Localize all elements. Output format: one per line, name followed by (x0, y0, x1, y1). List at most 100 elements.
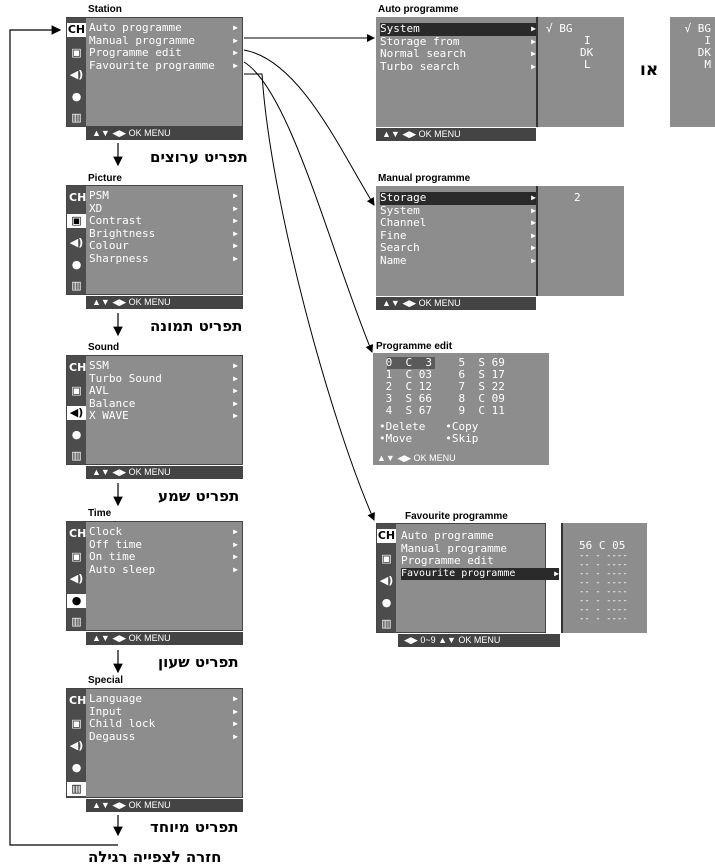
alt-option-i[interactable]: I (704, 34, 711, 47)
auto-programme-footer: ▲▼ ◀▶ OK MENU (376, 128, 536, 141)
favourite-slot[interactable]: -- - ---- (579, 551, 628, 561)
picture-icon[interactable]: ▣ (71, 717, 82, 730)
special-icon[interactable]: ▥ (71, 449, 82, 462)
menu-item-degauss[interactable]: Degauss▶ (89, 729, 238, 743)
picture-icon[interactable]: ▣ (67, 214, 86, 228)
channel-icon[interactable]: CH (69, 527, 87, 540)
menu-item-system[interactable]: System▶ (380, 22, 536, 36)
alt-option-m[interactable]: M (704, 58, 711, 71)
option-l[interactable]: L (584, 58, 591, 71)
menu-item-off-time[interactable]: Off time▶ (89, 537, 238, 551)
menu-item-on-time[interactable]: On time▶ (89, 550, 238, 563)
menu-item-turbo-sound[interactable]: Turbo Sound▶ (89, 371, 238, 385)
menu-item-favourite-programme[interactable]: Favourite programme▶ (89, 58, 238, 72)
menu-item-manual-programme[interactable]: Manual programme▶ (89, 33, 238, 47)
menu-item-search[interactable]: Search▶ (380, 241, 536, 254)
picture-icon[interactable]: ▣ (71, 384, 82, 397)
channel-icon[interactable]: CH (69, 694, 87, 707)
menu-item-avl[interactable]: AVL▶ (89, 384, 238, 397)
special-icon[interactable]: ▥ (381, 617, 392, 630)
menu-item-name[interactable]: Name▶ (380, 253, 536, 267)
menu-item-input[interactable]: Input▶ (89, 704, 238, 718)
option-bg[interactable]: √ BG (546, 22, 573, 35)
menu-item-xd[interactable]: XD▶ (89, 201, 238, 215)
picture-icon[interactable]: ▣ (381, 552, 392, 565)
favourite-slot[interactable]: -- - ---- (579, 605, 628, 615)
channel-icon[interactable]: CH (67, 23, 86, 37)
alt-option-bg[interactable]: √ BG (684, 22, 712, 35)
menu-item-fine[interactable]: Fine▶ (380, 228, 536, 242)
picture-icon[interactable]: ▣ (71, 46, 82, 59)
menu-item-programme-edit[interactable]: Programme edit▶ (401, 554, 559, 567)
favourite-slot[interactable]: -- - ---- (579, 569, 628, 579)
menu-item-x-wave[interactable]: X WAVE▶ (89, 409, 238, 422)
channel-icon[interactable]: CH (377, 529, 396, 543)
favourite-slot[interactable]: -- - ---- (579, 560, 628, 570)
favourite-slot[interactable]: -- - ---- (579, 614, 628, 624)
programme-row[interactable]: 1 C 03 6 S 17 (379, 368, 505, 381)
clock-icon[interactable]: ● (67, 594, 86, 608)
menu-item-child-lock[interactable]: Child lock▶ (89, 717, 238, 730)
special-caption: תפריט מיוחד (150, 818, 239, 836)
menu-item-system[interactable]: System▶ (380, 203, 536, 217)
special-icon[interactable]: ▥ (71, 615, 82, 628)
menu-item-language[interactable]: Language▶ (89, 692, 238, 705)
menu-item-favourite-programme[interactable]: Favourite programme▶ (401, 567, 559, 580)
sound-icon[interactable]: ◀) (69, 68, 84, 81)
channel-icon[interactable]: CH (69, 191, 87, 204)
menu-item-clock[interactable]: Clock▶ (89, 525, 238, 538)
clock-icon[interactable]: ● (71, 90, 82, 103)
channel-icon[interactable]: CH (69, 361, 87, 374)
programme-row[interactable]: 3 S 66 8 C 09 (379, 392, 505, 405)
menu-item-ssm[interactable]: SSM▶ (89, 359, 238, 372)
time-caption: תפריט שעון (158, 653, 239, 671)
menu-item-psm[interactable]: PSM▶ (89, 189, 238, 202)
programme-row[interactable]: 2 C 12 7 S 22 (379, 380, 505, 393)
favourite-slot[interactable]: -- - ---- (579, 578, 628, 588)
favourite-slot[interactable]: -- - ---- (579, 596, 628, 606)
option-dk[interactable]: DK (580, 46, 594, 59)
menu-item-normal-search[interactable]: Normal search▶ (380, 47, 536, 60)
picture-icon[interactable]: ▣ (71, 550, 82, 563)
clock-icon[interactable]: ● (71, 428, 82, 441)
storage-value[interactable]: 2 (574, 191, 581, 204)
clock-icon[interactable]: ● (381, 596, 392, 609)
programme-row[interactable]: 0 C 3 5 S 69 (379, 356, 505, 369)
menu-item-storage-from[interactable]: Storage from▶ (380, 34, 536, 48)
favourite-slot[interactable]: 56 C 05 (579, 539, 626, 552)
menu-item-auto-programme[interactable]: Auto programme▶ (89, 21, 238, 34)
special-icon[interactable]: ▥ (71, 279, 82, 292)
menu-item-contrast[interactable]: Contrast▶ (89, 214, 238, 227)
special-icon[interactable]: ▥ (71, 111, 82, 124)
sound-icon[interactable]: ◀) (69, 236, 84, 249)
clock-icon[interactable]: ● (71, 258, 82, 271)
edit-actions-row[interactable]: •Move •Skip (379, 432, 479, 445)
menu-item-sharpness[interactable]: Sharpness▶ (89, 251, 238, 265)
option-i[interactable]: I (584, 34, 591, 47)
sound-icon[interactable]: ◀) (69, 739, 84, 752)
menu-item-programme-edit[interactable]: Programme edit▶ (89, 46, 238, 59)
menu-item-auto-programme[interactable]: Auto programme▶ (401, 529, 559, 542)
menu-item-manual-programme[interactable]: Manual programme▶ (401, 541, 559, 555)
menu-item-colour[interactable]: Colour▶ (89, 239, 238, 252)
menu-item-channel[interactable]: Channel▶ (380, 216, 536, 229)
favourite-slot[interactable]: -- - ---- (579, 587, 628, 597)
menu-item-auto-sleep[interactable]: Auto sleep▶ (89, 562, 238, 576)
alt-option-dk[interactable]: DK (697, 46, 711, 59)
exit-caption: חזרה לצפייה רגילה (88, 848, 222, 866)
menu-item-brightness[interactable]: Brightness▶ (89, 226, 238, 240)
station-title: Station (88, 4, 122, 15)
menu-item-turbo-search[interactable]: Turbo search▶ (380, 59, 536, 73)
edit-actions-row[interactable]: •Delete •Copy (379, 420, 479, 433)
sound-icon[interactable]: ◀) (67, 406, 86, 420)
sound-title: Sound (88, 342, 120, 353)
menu-item-storage[interactable]: Storage▶ (380, 191, 536, 205)
special-icon[interactable]: ▥ (67, 782, 86, 796)
menu-item-balance[interactable]: Balance▶ (89, 396, 238, 410)
sound-icon[interactable]: ◀) (69, 572, 84, 585)
programme-edit-title: Programme edit (376, 341, 453, 352)
programme-row[interactable]: 4 S 67 9 C 11 (379, 404, 505, 417)
sound-icon[interactable]: ◀) (379, 574, 394, 587)
clock-icon[interactable]: ● (71, 761, 82, 774)
